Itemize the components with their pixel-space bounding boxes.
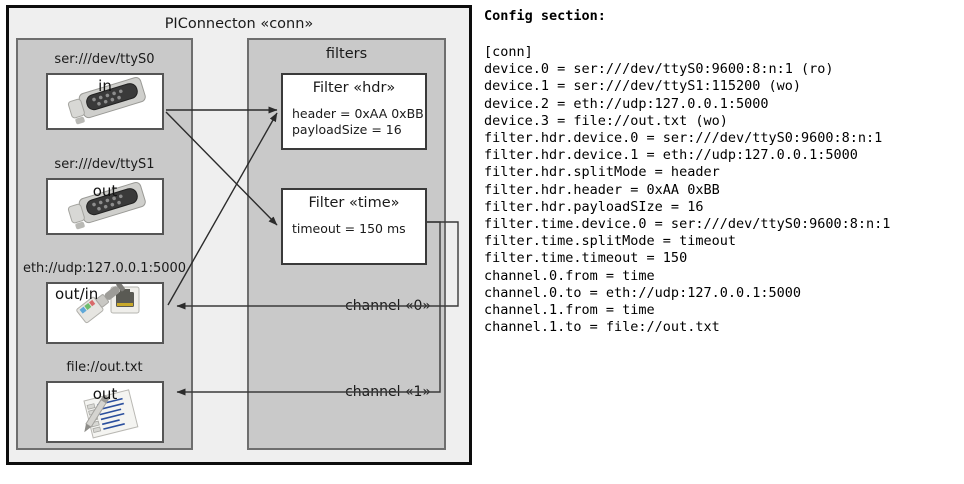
text-file-icon <box>83 389 139 439</box>
device-label-file: file://out.txt <box>66 360 143 375</box>
filter-hdr-properties: header = 0xAA 0xBB payloadSize = 16 <box>292 106 424 138</box>
config-line: channel.0.from = time <box>484 267 655 284</box>
device-card-ttys1[interactable]: out <box>46 178 164 235</box>
config-heading: Config section: <box>484 8 606 24</box>
filter-property: timeout = 150 ms <box>292 221 406 236</box>
config-line: device.1 = ser:///dev/ttyS1:115200 (wo) <box>484 78 801 95</box>
filters-panel-title: filters <box>325 46 368 62</box>
config-section: Config section: [conn]device.0 = ser:///… <box>482 0 964 484</box>
device-card-file[interactable]: out <box>46 381 164 443</box>
device-label-ttys0: ser:///dev/ttyS0 <box>54 52 155 67</box>
config-line: device.0 = ser:///dev/ttyS0:9600:8:n:1 (… <box>484 61 834 78</box>
config-line: [conn] <box>484 44 533 60</box>
diagram-title: PIConnecton «conn» <box>164 16 314 32</box>
device-card-eth[interactable]: out/in <box>46 282 164 344</box>
config-line: device.2 = eth://udp:127.0.0.1:5000 <box>484 95 769 112</box>
config-line: channel.0.to = eth://udp:127.0.0.1:5000 <box>484 284 801 301</box>
config-line: filter.time.device.0 = ser:///dev/ttyS0:… <box>484 216 891 233</box>
config-line: filter.hdr.splitMode = header <box>484 164 720 181</box>
filter-property: payloadSize = 16 <box>292 122 402 137</box>
config-line: filter.hdr.device.1 = eth://udp:127.0.0.… <box>484 147 858 164</box>
device-direction-label: out <box>92 182 118 200</box>
architecture-diagram: PIConnecton «conn» ser:///dev/ttyS0 in <box>0 0 478 484</box>
device-direction-label: out <box>92 385 118 403</box>
filter-property: header = 0xAA 0xBB <box>292 106 424 121</box>
config-line: filter.hdr.header = 0xAA 0xBB <box>484 181 720 198</box>
filters-panel: filters Filter «hdr» header = 0xAA 0xBB … <box>247 38 446 450</box>
config-line: channel.1.to = file://out.txt <box>484 319 720 336</box>
config-line: filter.hdr.payloadSIze = 16 <box>484 198 704 215</box>
devices-panel: ser:///dev/ttyS0 in <box>16 38 193 450</box>
config-line: device.3 = file://out.txt (wo) <box>484 112 728 129</box>
filter-time-box[interactable]: Filter «time» timeout = 150 ms <box>281 188 427 265</box>
channel-0-label: channel «0» <box>345 298 431 314</box>
filter-time-properties: timeout = 150 ms <box>292 221 406 237</box>
device-label-eth: eth://udp:127.0.0.1:5000 <box>22 261 187 276</box>
device-card-ttys0[interactable]: in <box>46 73 164 130</box>
config-line: filter.time.splitMode = timeout <box>484 233 736 250</box>
config-line: filter.hdr.device.0 = ser:///dev/ttyS0:9… <box>484 130 883 147</box>
ethernet-jack-icon <box>76 284 140 324</box>
serial-port-icon <box>67 77 146 125</box>
device-label-ttys1: ser:///dev/ttyS1 <box>54 157 155 172</box>
device-direction-label: out/in <box>55 285 99 303</box>
filter-hdr-title: Filter «hdr» <box>312 80 396 96</box>
channel-1-label: channel «1» <box>345 384 431 400</box>
config-line: channel.1.from = time <box>484 302 655 319</box>
config-line: filter.time.timeout = 150 <box>484 250 688 267</box>
serial-port-icon <box>67 182 146 230</box>
filter-hdr-box[interactable]: Filter «hdr» header = 0xAA 0xBB payloadS… <box>281 73 427 150</box>
filter-time-title: Filter «time» <box>308 195 400 211</box>
config-text-block: [conn]device.0 = ser:///dev/ttyS0:9600:8… <box>484 44 890 336</box>
device-direction-label: in <box>98 77 112 95</box>
